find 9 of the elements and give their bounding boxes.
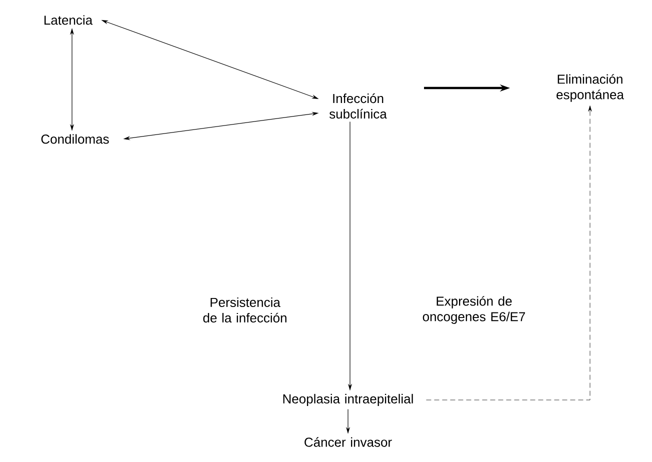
node-text: Cáncer invasor: [304, 437, 392, 447]
node-text: Eliminación espontánea: [556, 74, 624, 102]
annotation-text: Persistencia de la infección: [203, 297, 286, 322]
node-text: Infección subclínica: [329, 93, 387, 119]
node-text: Condilomas: [41, 134, 109, 144]
annotation-text: Expresión de oncogenes E6/E7: [422, 296, 525, 324]
node-text: Neoplasia intraepitelial: [283, 394, 413, 406]
node-text: Latencia: [44, 15, 93, 25]
arrow: [426, 106, 592, 400]
